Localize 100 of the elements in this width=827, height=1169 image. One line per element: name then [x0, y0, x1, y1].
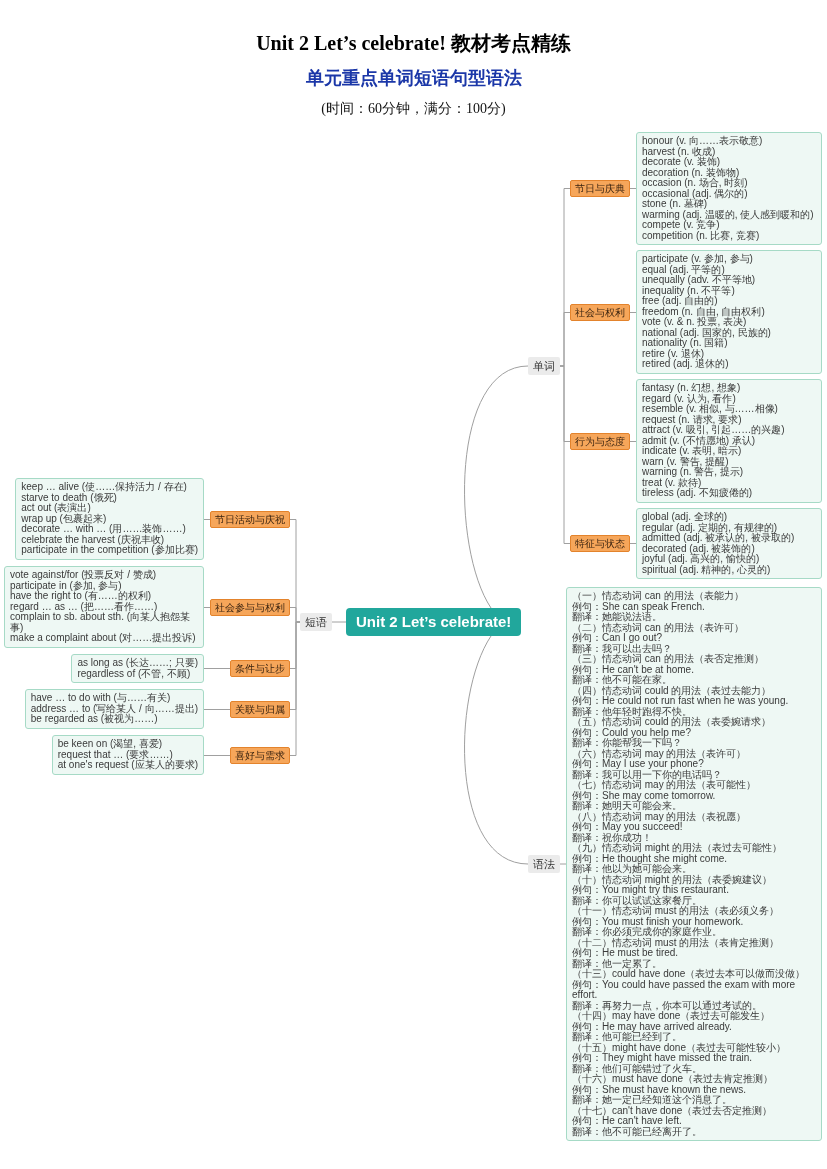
grammar-line: 翻译：他可能已经到了。	[572, 1032, 683, 1043]
grammar-line: （九）情态动词 might 的用法（表过去可能性）	[572, 843, 783, 854]
grammar-line: 翻译：他们可能错过了火车。	[572, 1063, 702, 1074]
vocabulary-entry: vote (v. & n. 投票, 表决)	[642, 317, 747, 328]
category-tag: 特征与状态	[570, 535, 630, 552]
grammar-line: 例句：He may have arrived already.	[572, 1021, 732, 1032]
grammar-line: 例句：You must finish your homework.	[572, 916, 744, 927]
grammar-line: 翻译：我可以用一下你的电话吗？	[572, 769, 723, 780]
grammar-line: 例句：Can I go out?	[572, 633, 664, 643]
grammar-line: 翻译：再努力一点，你本可以通过考试的。	[572, 1000, 763, 1011]
branch-label: 短语	[300, 613, 332, 631]
connector-line	[203, 668, 231, 669]
vocabulary-entry: indicate (v. 表明, 暗示)	[642, 446, 742, 457]
vocabulary-entry: national (adj. 国家的, 民族的)	[642, 327, 772, 338]
vocabulary-entry: request (n. 请求, 要求)	[642, 414, 743, 425]
word-list-box	[636, 250, 822, 374]
phrase-list-box	[24, 689, 204, 729]
grammar-line: 例句：He can't have left.	[572, 1116, 683, 1126]
grammar-line: （一）情态动词 can 的用法（表能力）	[572, 591, 745, 601]
vocabulary-entry: global (adj. 全球的)	[642, 512, 729, 522]
grammar-line: 翻译：我可以出去吗？	[572, 643, 673, 654]
grammar-line: 翻译：祝你成功！	[572, 832, 653, 843]
connector-line	[203, 709, 231, 710]
connector-line	[203, 519, 211, 520]
phrase-entry: participate in the competition (参加比赛)	[21, 545, 198, 556]
category-tag: 节日与庆典	[570, 180, 630, 197]
grammar-line: 翻译：你可以试试这家餐厅。	[572, 895, 703, 906]
grammar-line: 翻译：你必须完成你的家庭作业。	[572, 927, 723, 937]
grammar-line: （八）情态动词 may 的用法（表祝愿）	[572, 811, 748, 822]
category-tag: 社会与权利	[570, 304, 630, 321]
connector-line	[559, 863, 567, 865]
connector-line	[331, 621, 347, 623]
grammar-line: 例句：May I use your phone?	[572, 759, 705, 769]
vocabulary-entry: fantasy (n. 幻想, 想象)	[642, 383, 742, 394]
grammar-line: 例句：He thought she might come.	[572, 853, 729, 864]
grammar-line: （十七）can't have done（表过去否定推测）	[572, 1105, 774, 1116]
grammar-line: 例句：He can't be at home.	[572, 664, 695, 675]
phrase-entry: have … to do with (与……有关)	[30, 693, 172, 704]
exam-info-note: (时间：60分钟，满分：100分)	[321, 100, 506, 118]
connector-line	[203, 607, 211, 608]
word-list-box	[636, 508, 822, 579]
vocabulary-entry: occasion (n. 场合, 时刻)	[642, 178, 749, 189]
connector-line	[464, 365, 529, 609]
word-list-box	[636, 132, 822, 245]
vocabulary-entry: attract (v. 吸引, 引起……的兴趣)	[642, 425, 786, 436]
grammar-line: （十一）情态动词 must 的用法（表必须义务）	[572, 906, 781, 916]
phrase-entry: address … to (写给某人 / 向……提出)	[30, 703, 198, 714]
grammar-line: 翻译：他年轻时跑得不快。	[572, 706, 693, 717]
phrase-entry: act out (表演出)	[21, 503, 91, 513]
grammar-line: （七）情态动词 may 的用法（表可能性）	[572, 780, 758, 790]
vocabulary-entry: spiritual (adj. 精神的, 心灵的)	[642, 564, 772, 575]
connector-line	[629, 441, 637, 442]
vocabulary-entry: admit (v. (不情愿地) 承认)	[642, 435, 756, 446]
phrase-entry: complain to sb. about sth. (向某人抱怨某事)	[10, 612, 192, 633]
branch-label: 语法	[528, 855, 560, 873]
grammar-line: 例句：She can speak French.	[572, 601, 706, 612]
word-list-box	[636, 379, 822, 503]
phrase-entry: at one's request (应某人的要求)	[57, 760, 198, 771]
phrase-entry: make a complaint about (对……提出投诉)	[10, 633, 197, 644]
vocabulary-entry: compete (v. 竞争)	[642, 220, 720, 230]
grammar-line: 例句：They might have missed the train.	[572, 1053, 753, 1063]
phrase-entry: request that … (要求……)	[57, 749, 174, 760]
vocabulary-entry: resemble (v. 相似, 与……相像)	[642, 404, 779, 415]
grammar-line: 翻译：她一定已经知道这个消息了。	[572, 1095, 732, 1106]
vocabulary-entry: treat (v. 款待)	[642, 477, 702, 488]
vocabulary-entry: admitted (adj. 被承认的, 被录取的)	[642, 533, 796, 544]
vocabulary-entry: honour (v. 向……表示敬意)	[642, 136, 764, 147]
vocabulary-entry: free (adj. 自由的)	[642, 296, 719, 307]
vocabulary-entry: inequality (n. 不平等)	[642, 285, 735, 296]
grammar-line: 翻译：他一定累了。	[572, 958, 663, 969]
vocabulary-entry: participate (v. 参加, 参与)	[642, 254, 754, 265]
grammar-line: （六）情态动词 may 的用法（表许可）	[572, 748, 748, 759]
phrase-list-box	[4, 566, 204, 648]
vocabulary-entry: warn (v. 警告, 提醒)	[642, 456, 729, 467]
grammar-line: （二）情态动词 can 的用法（表许可）	[572, 622, 745, 633]
phrase-entry: participate in (参加, 参与)	[10, 580, 122, 591]
vocabulary-entry: freedom (n. 自由, 自由权利)	[642, 306, 766, 317]
phrase-entry: keep … alive (使……保持活力 / 存在)	[21, 482, 188, 493]
grammar-line: （五）情态动词 could 的用法（表委婉请求）	[572, 717, 773, 727]
grammar-line: （十二）情态动词 must 的用法（表肯定推测）	[572, 937, 781, 948]
grammar-line: （三）情态动词 can 的用法（表否定推测）	[572, 654, 765, 664]
grammar-line: 翻译：他不可能已经离开了。	[572, 1126, 703, 1137]
phrase-entry: be keen on (渴望, 喜爱)	[57, 739, 163, 750]
category-tag: 关联与归属	[230, 701, 290, 718]
grammar-line: 例句：Could you help me?	[572, 727, 692, 738]
grammar-line: 翻译：你能帮我一下吗？	[572, 738, 683, 748]
phrase-entry: celebrate the harvest (庆祝丰收)	[21, 534, 165, 545]
vocabulary-entry: regard (v. 认为, 看作)	[642, 393, 736, 404]
vocabulary-entry: decorated (adj. 被装饰的)	[642, 543, 756, 554]
page-title: Unit 2 Let’s celebrate! 教材考点精练	[256, 31, 571, 56]
category-tag: 喜好与需求	[230, 747, 290, 764]
vocabulary-entry: retire (v. 退休)	[642, 348, 705, 359]
category-tag: 条件与让步	[230, 660, 290, 677]
category-tag: 社会参与与权利	[210, 599, 290, 616]
connector-line	[629, 188, 637, 189]
vocabulary-entry: competition (n. 比赛, 竞赛)	[642, 230, 761, 241]
vocabulary-entry: harvest (n. 收成)	[642, 146, 717, 157]
grammar-notes-box	[566, 587, 822, 1141]
grammar-line: （十三）could have done（表过去本可以做而没做）	[572, 969, 807, 979]
connector-line	[629, 543, 637, 544]
